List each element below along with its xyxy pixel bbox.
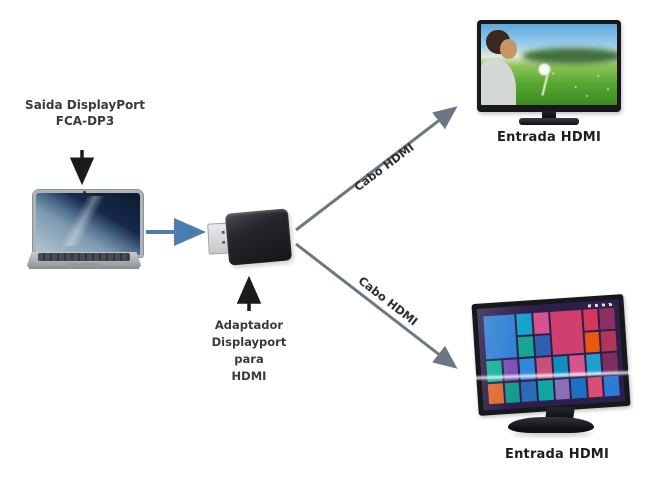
laptop-output-label-line2: FCA-DP3 <box>55 114 115 128</box>
scene-dandelion-seeds <box>542 60 617 105</box>
tv-top-screen <box>481 24 617 105</box>
tv-bottom-stand-base <box>508 417 594 433</box>
hdmi-cable-arrow-bottom <box>295 242 458 369</box>
tv-top-stand-neck <box>542 111 556 119</box>
adapter-body <box>224 208 293 266</box>
tv-top-graphic <box>477 20 621 112</box>
scene-child-body <box>481 58 517 105</box>
adapter-label-line4: HDMI <box>231 369 267 383</box>
cable-hdmi-label-top: Cabo HDMI <box>351 139 417 195</box>
cable-hdmi-label-bottom: Cabo HDMI <box>355 273 421 329</box>
laptop-keyboard <box>38 253 130 261</box>
tv-bottom-screen-sheen <box>476 299 626 411</box>
tv-bottom-stand-shadow <box>512 432 592 436</box>
scene-child-face <box>500 38 518 59</box>
plug-pin <box>221 230 225 234</box>
laptop-output-label: Saida DisplayPort FCA-DP3 <box>14 97 156 129</box>
laptop-webcam-icon <box>83 191 86 194</box>
tv-top-stand-base <box>519 118 579 125</box>
tv-bottom-screen <box>476 299 626 411</box>
tv-bottom-graphic <box>471 294 631 416</box>
adapter-label-line1: Adaptador <box>214 318 284 332</box>
tv-bottom-input-label: Entrada HDMI <box>505 447 609 462</box>
adapter-label: Adaptador Displayport para HDMI <box>199 317 299 385</box>
scene-dandelion <box>538 62 552 76</box>
laptop-output-label-line1: Saida DisplayPort <box>25 98 145 112</box>
laptop-trackpad <box>68 263 100 267</box>
laptop-screen-glare <box>38 196 132 246</box>
adapter-label-line3: para <box>234 352 264 366</box>
tv-top-input-label: Entrada HDMI <box>497 130 601 145</box>
plug-pin <box>222 240 226 244</box>
adapter-label-line2: Displayport <box>211 335 287 349</box>
